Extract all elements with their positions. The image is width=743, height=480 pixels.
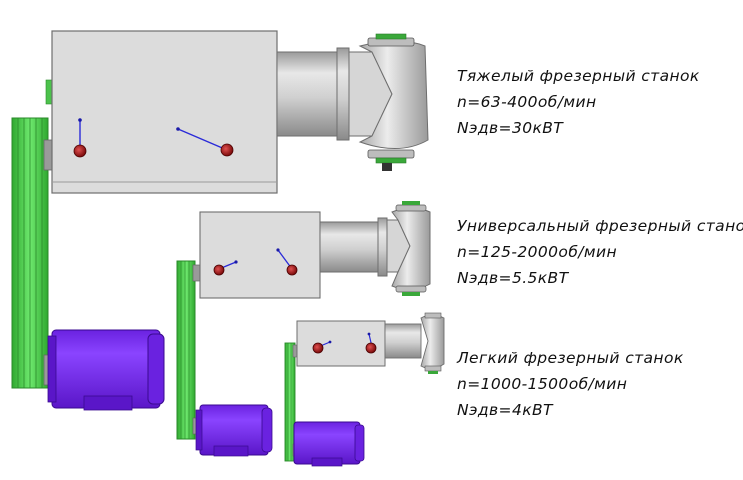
universal-knob-1[interactable] [213, 264, 225, 276]
universal-knob-2[interactable] [286, 264, 298, 276]
light-spindle-head [384, 312, 445, 374]
universal-machine-speed: n=125-2000об/мин [457, 243, 617, 261]
universal-milling-machine [176, 201, 431, 457]
light-machine-caption: Легкий фрезерный станок n=1000-1500об/ми… [457, 345, 684, 423]
universal-motor [195, 404, 273, 457]
universal-machine-title: Универсальный фрезерный станок [457, 217, 743, 235]
light-machine-title: Легкий фрезерный станок [457, 349, 684, 367]
universal-spindle-head [319, 201, 431, 296]
heavy-machine-power: Nэдв=30кВТ [457, 119, 564, 137]
light-knob-1[interactable] [312, 342, 324, 354]
light-milling-machine [284, 312, 445, 467]
heavy-knob-2[interactable] [220, 143, 234, 157]
heavy-knob-1[interactable] [73, 144, 87, 158]
heavy-machine-body [51, 30, 278, 194]
light-knob-2[interactable] [365, 342, 377, 354]
heavy-machine-speed: n=63-400об/мин [457, 93, 597, 111]
light-motor [293, 421, 365, 467]
universal-machine-body [199, 211, 321, 299]
light-machine-power: Nэдв=4кВТ [457, 401, 553, 419]
universal-machine-power: Nэдв=5.5кВТ [457, 269, 569, 287]
heavy-milling-machine [11, 30, 429, 411]
heavy-lever-2[interactable] [177, 128, 228, 151]
heavy-machine-title: Тяжелый фрезерный станок [457, 67, 700, 85]
light-machine-speed: n=1000-1500об/мин [457, 375, 628, 393]
heavy-machine-caption: Тяжелый фрезерный станок n=63-400об/мин … [457, 63, 700, 141]
universal-machine-caption: Универсальный фрезерный станок n=125-200… [457, 213, 743, 291]
heavy-motor [47, 329, 165, 411]
heavy-spindle-head [276, 33, 429, 171]
